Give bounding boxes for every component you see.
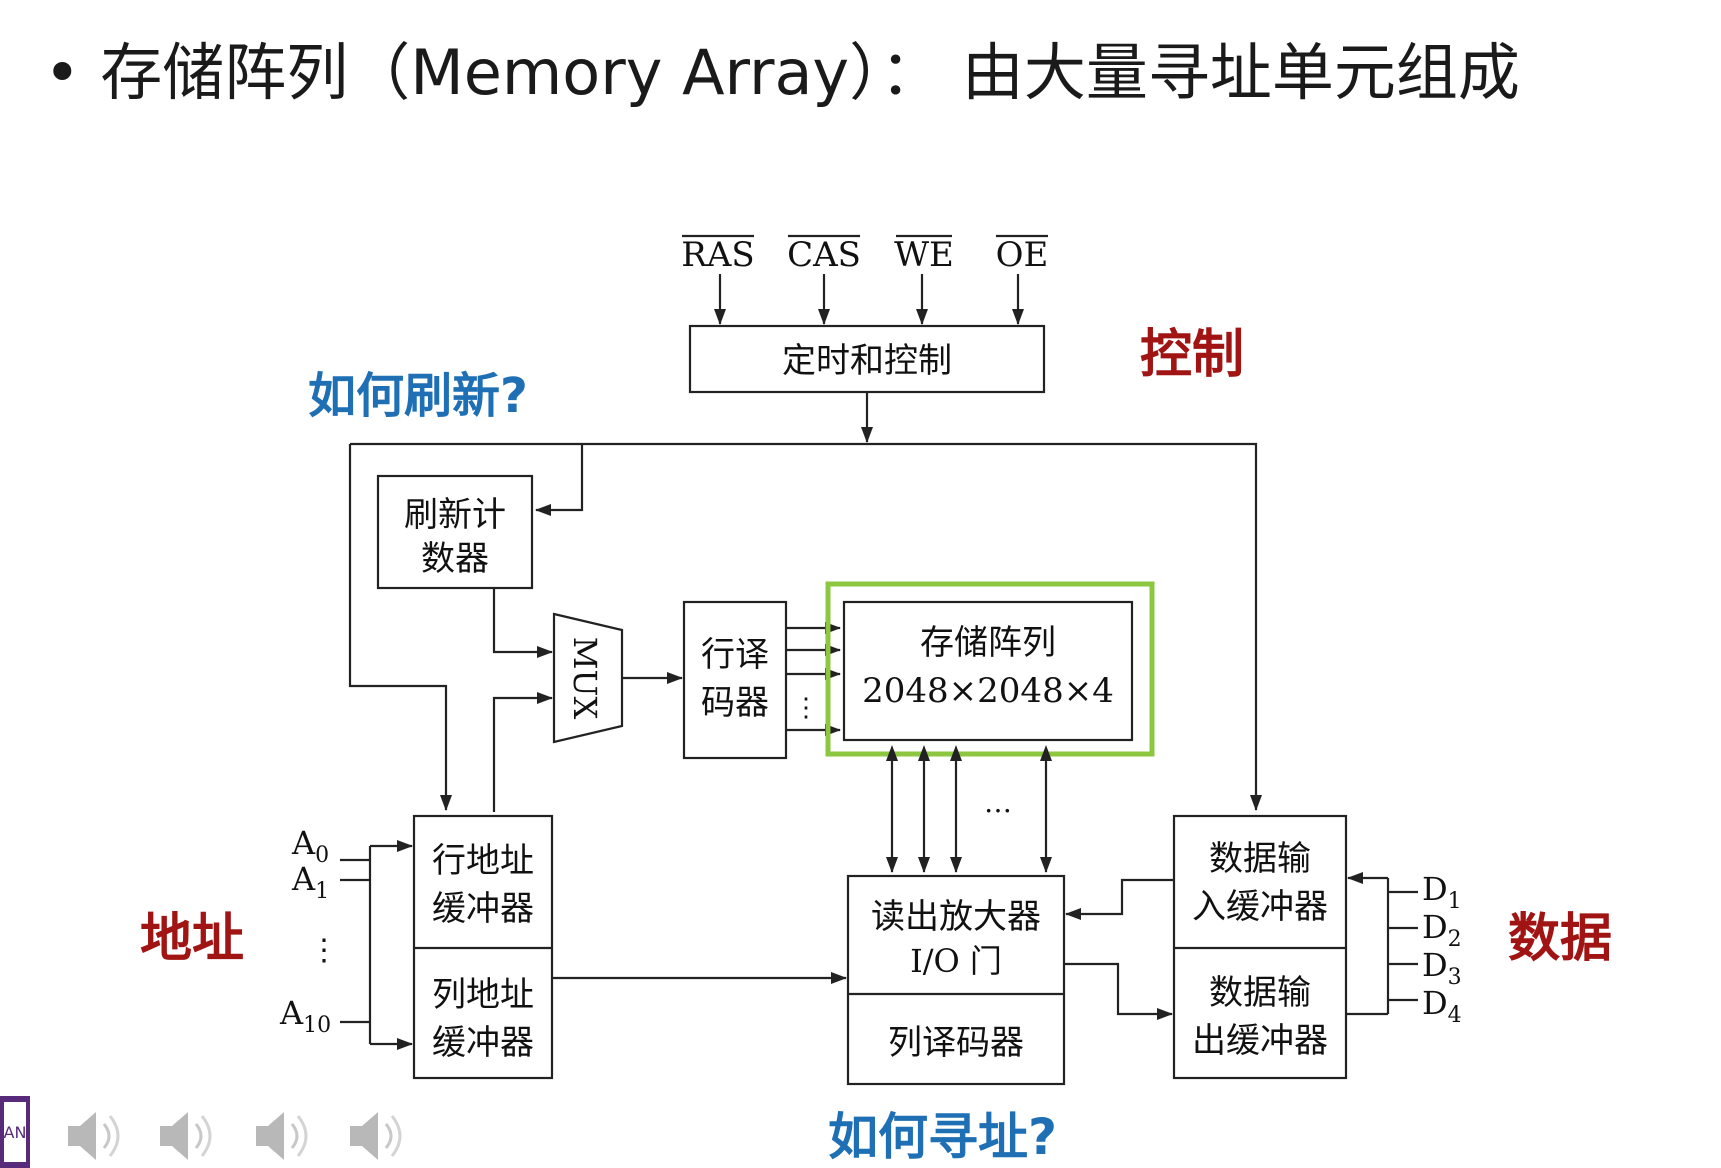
addr-pin-a0: A0 [291,824,329,868]
data-out-buffer-label-1: 数据输 [1209,973,1311,1013]
signal-ras: RAS [681,235,754,275]
data-pin-d1: D1 [1422,870,1462,914]
data-in-buffer-label-2: 入缓冲器 [1192,887,1328,927]
row-buffer-to-mux [492,692,553,812]
row-decoder-label-2: 码器 [701,683,769,723]
data-pin-d4: D4 [1422,984,1462,1028]
row-decoder-label-1: 行译 [701,635,769,675]
col-addr-buffer-label-1: 列地址 [432,975,534,1015]
memory-array-block [842,600,1134,742]
speaker-icon[interactable] [68,1112,120,1160]
svg-text:AN: AN [4,1123,27,1142]
data-out-buffer-label-2: 出缓冲器 [1192,1021,1328,1061]
word-line-dots: ⋮ [793,693,819,723]
annotation-address: 地址 [140,909,244,969]
bit-line-ellipsis: … [984,786,1012,819]
addr-pin-a10: A10 [279,994,331,1038]
refresh-counter-block [376,474,534,590]
col-decoder-label: 列译码器 [888,1023,1024,1063]
control-to-refresh [535,444,584,516]
speaker-icon[interactable] [256,1112,308,1160]
sense-amp-block [846,874,1066,1086]
data-pin-d2: D2 [1422,908,1462,952]
refresh-counter-label-1: 刷新计 [404,495,506,535]
row-addr-buffer-label-2: 缓冲器 [432,889,534,929]
signal-oe: OE [996,235,1049,275]
signal-we: WE [894,235,954,275]
sense-amp-label-1: 读出放大器 [871,897,1041,937]
annotation-refresh-question: 如何刷新? [308,368,528,424]
memory-array-label-2: 2048×2048×4 [862,671,1114,711]
mux-label: MUX [566,637,604,720]
timing-control-label: 定时和控制 [782,341,952,381]
data-in-buffer-label-1: 数据输 [1209,839,1311,879]
sense-amp-to-data-out [1064,962,1173,1020]
row-addr-buffer-label-1: 行地址 [432,841,534,881]
slide-title: • 存储阵列（Memory Array）： 由大量寻址单元组成 [44,36,1520,109]
memory-array-label-1: 存储阵列 [920,623,1056,663]
sense-amp-label-2: I/O 门 [910,942,1002,980]
addr-pin-a1: A1 [291,860,329,904]
annotation-control: 控制 [1140,325,1244,385]
annotation-data: 数据 [1508,909,1612,969]
signal-cas: CAS [787,235,861,275]
annotation-addressing-question: 如何寻址? [828,1108,1057,1166]
data-pin-d3: D3 [1422,946,1462,990]
col-addr-buffer-label-2: 缓冲器 [432,1023,534,1063]
control-to-row-buffer [348,444,452,811]
speaker-icon[interactable] [350,1112,402,1160]
speaker-icon[interactable] [160,1112,212,1160]
memory-array-highlight [825,581,1155,757]
row-decoder-block [682,600,788,760]
data-in-to-sense-amp [1065,878,1174,920]
university-logo: AN [0,1096,30,1168]
mux-block [552,612,624,744]
addr-pin-dots: ⋮ [309,933,339,968]
control-bus [350,442,1262,811]
refresh-to-mux [492,588,553,658]
refresh-counter-label-2: 数器 [421,539,489,579]
